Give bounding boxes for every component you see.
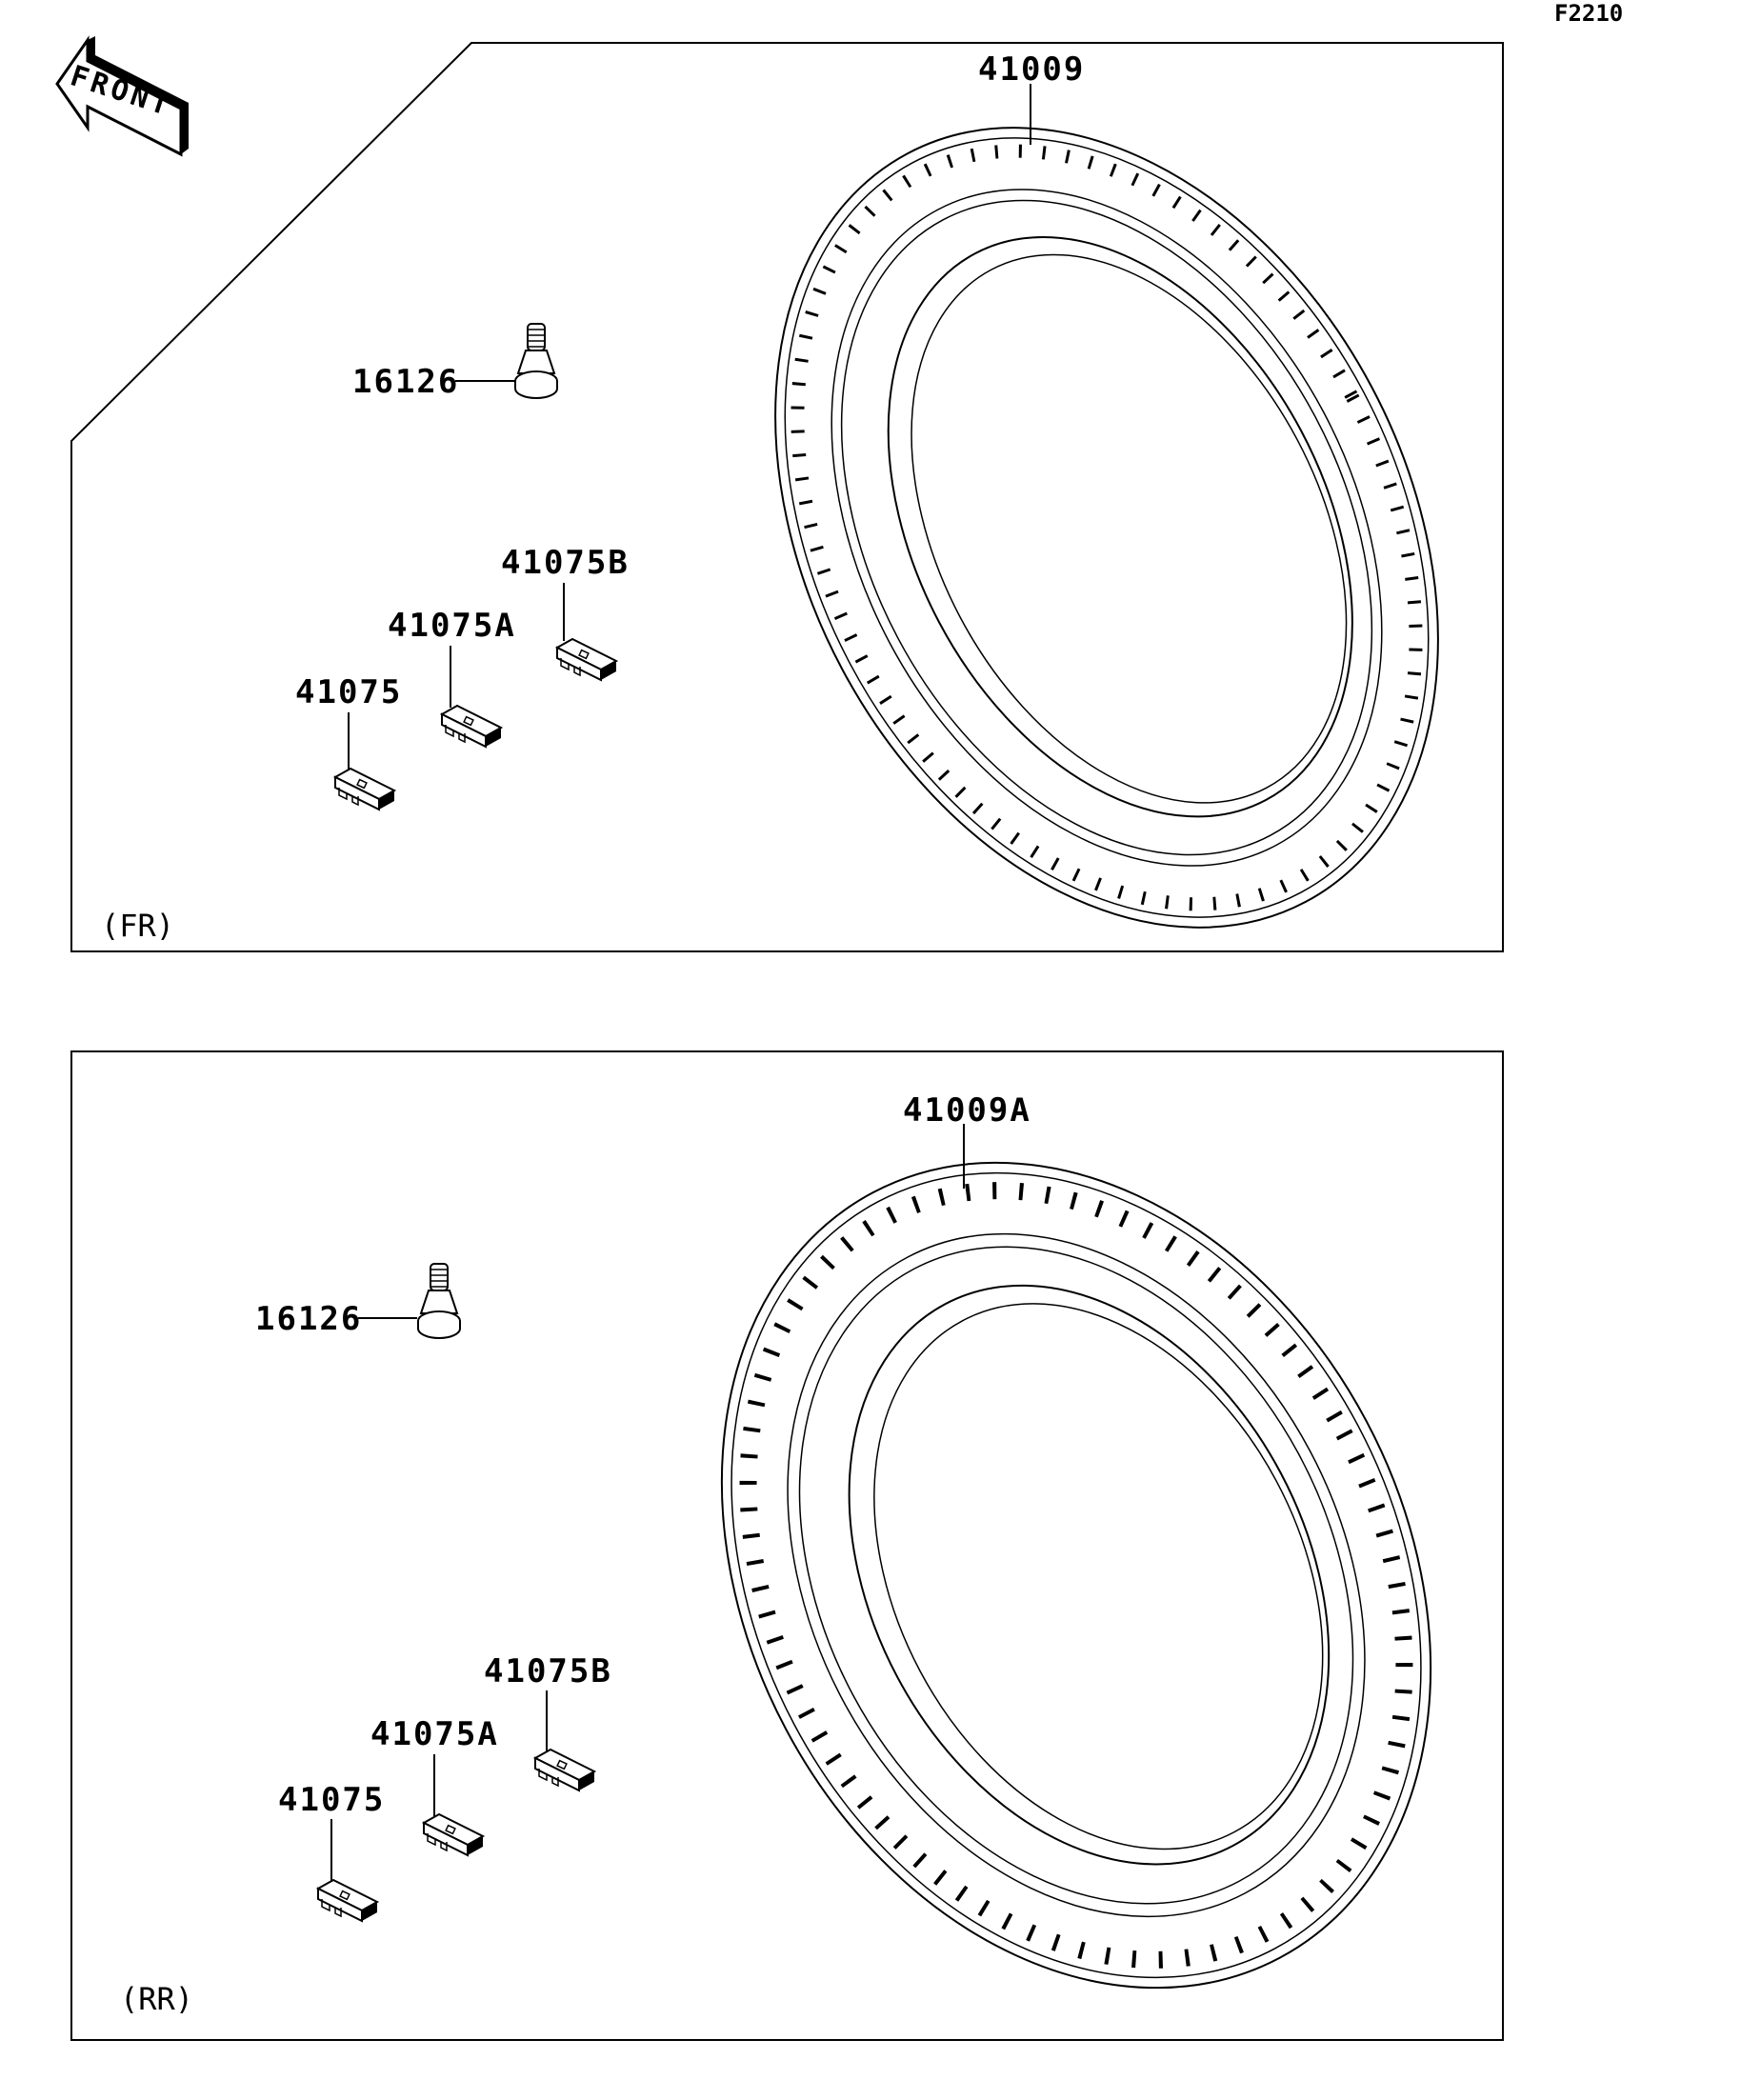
front-arrow-icon: FRONT — [55, 35, 189, 157]
rear-weight-label: 41075 — [278, 1781, 385, 1819]
front-valve-label: 16126 — [352, 363, 459, 401]
front-tire-label: 41009 — [978, 50, 1085, 89]
rear-weight-b-label: 41075B — [484, 1652, 612, 1690]
front-tire — [774, 127, 1439, 929]
front-valve-stem-icon — [514, 323, 558, 399]
rear-weight-icon — [317, 1879, 378, 1922]
rear-section-label: (RR) — [120, 1981, 193, 2017]
front-weight-a-label: 41075A — [388, 607, 516, 645]
front-weight-icon — [334, 768, 395, 810]
front-weight-label: 41075 — [295, 673, 402, 711]
rear-weight-a-icon — [423, 1813, 484, 1856]
rear-tire — [720, 1161, 1432, 1990]
rear-section-frame — [70, 1050, 1504, 2041]
rear-tire-label: 41009A — [903, 1091, 1031, 1130]
front-weight-a-icon — [441, 705, 502, 748]
front-weight-b-icon — [556, 638, 617, 681]
rear-valve-stem-icon — [417, 1263, 461, 1339]
front-weight-b-label: 41075B — [501, 544, 630, 582]
rear-weight-a-label: 41075A — [370, 1715, 499, 1753]
diagram-code: F2210 — [1554, 0, 1623, 27]
front-section-label: (FR) — [101, 908, 174, 944]
rear-valve-label: 16126 — [255, 1300, 362, 1338]
rear-weight-b-icon — [534, 1749, 595, 1791]
front-section-frame — [70, 42, 1504, 952]
